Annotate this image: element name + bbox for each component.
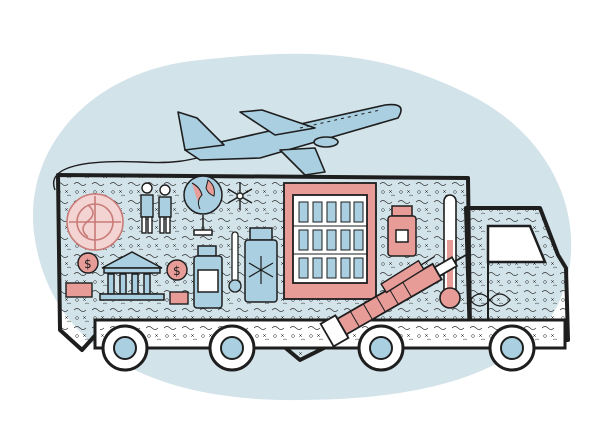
dollar-sign-glyph: $ [173,264,181,278]
cab-window [486,224,547,264]
bank-icon [99,251,165,301]
snowflake-icon [227,182,253,210]
dollar-sign-glyph: $ [84,257,92,271]
virus-wheel-icon [101,324,149,372]
dollar-coin-icon [65,252,189,305]
fridge-icon [283,182,377,300]
dna-icon [469,293,511,307]
people-icon [140,182,172,234]
vaccine-vial-icon [193,227,278,309]
airplane-icon [177,103,402,176]
wheels [101,324,536,372]
virus-wheel-icon [357,324,405,372]
globe-icon [183,175,223,236]
vaccine-vial-icon [387,205,417,257]
syringe-icon [380,255,436,294]
virus-wheel-icon [208,324,256,372]
thermometer-icon [228,231,242,293]
virus-wheel-icon [488,324,536,372]
who-emblem-icon [66,193,124,251]
